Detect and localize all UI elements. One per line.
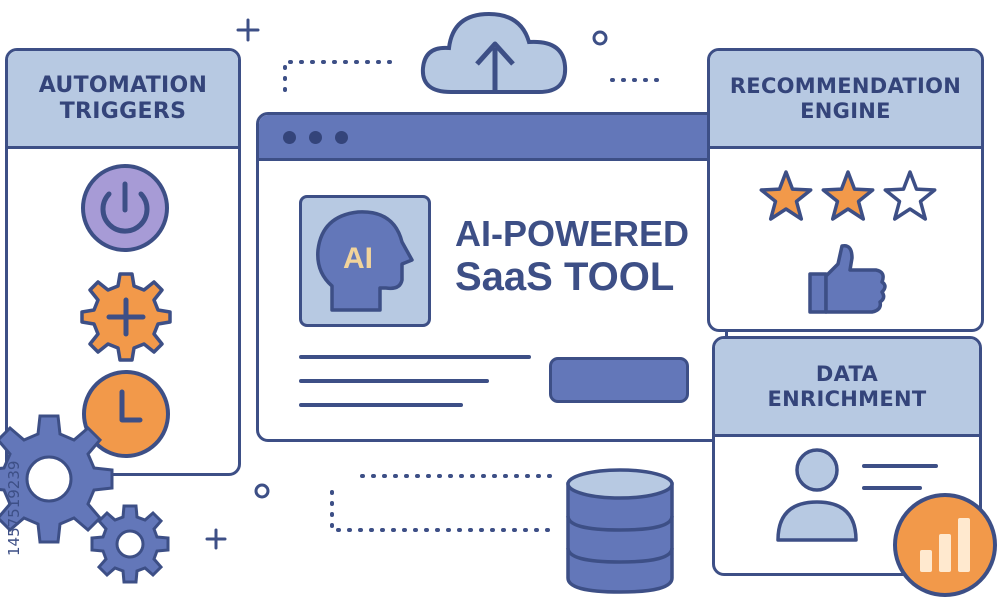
user-icon bbox=[776, 448, 858, 542]
ring-sparkle bbox=[254, 483, 270, 499]
hero-title: AI-POWERED SaaS TOOL bbox=[455, 213, 715, 300]
cta-button[interactable] bbox=[549, 357, 689, 403]
star-icon[interactable] bbox=[821, 170, 875, 221]
data-enrichment-title: DATA ENRICHMENT bbox=[767, 362, 927, 411]
ai-head-icon: AI bbox=[316, 210, 414, 312]
panel-header: AUTOMATION TRIGGERS bbox=[8, 51, 238, 149]
window-dot[interactable] bbox=[309, 131, 322, 144]
window-titlebar bbox=[259, 115, 725, 161]
automation-triggers-title: AUTOMATION TRIGGERS bbox=[38, 73, 208, 124]
panel-header: RECOMMENDATION ENGINE bbox=[710, 51, 981, 149]
gear-plus-icon[interactable] bbox=[76, 266, 176, 366]
watermark-id: 1457519239 bbox=[5, 461, 23, 556]
app-window: AI AI-POWERED SaaS TOOL bbox=[256, 112, 728, 442]
gear-icon bbox=[0, 414, 114, 544]
text-placeholder-line bbox=[299, 379, 489, 383]
window-dot[interactable] bbox=[335, 131, 348, 144]
thumbs-up-icon[interactable] bbox=[804, 240, 894, 320]
plus-sparkle-icon bbox=[205, 18, 260, 550]
hero-title-line2: SaaS TOOL bbox=[455, 255, 675, 300]
connector-db-left bbox=[330, 490, 550, 532]
text-placeholder-line bbox=[299, 355, 531, 359]
svg-text:1457519239: 1457519239 bbox=[5, 461, 23, 556]
power-icon[interactable] bbox=[75, 158, 175, 258]
database-icon bbox=[566, 468, 674, 594]
text-placeholder-line bbox=[299, 403, 463, 407]
connector-cloud-left bbox=[283, 60, 394, 92]
star-rating[interactable] bbox=[756, 166, 946, 230]
ring-sparkle bbox=[592, 30, 608, 46]
cloud-upload-icon bbox=[420, 11, 568, 94]
star-icon[interactable] bbox=[759, 170, 813, 221]
window-dot[interactable] bbox=[283, 131, 296, 144]
ai-badge-text: AI bbox=[343, 242, 373, 275]
hero-title-line1: AI-POWERED bbox=[455, 213, 689, 254]
gear-icon bbox=[90, 504, 170, 584]
clock-icon[interactable] bbox=[76, 364, 176, 464]
ai-card: AI bbox=[299, 195, 431, 327]
recommendation-engine-title: RECOMMENDATION ENGINE bbox=[729, 74, 962, 123]
star-icon[interactable] bbox=[883, 170, 937, 221]
bar-chart-icon[interactable] bbox=[890, 490, 1000, 600]
profile-lines bbox=[862, 464, 938, 490]
panel-header: DATA ENRICHMENT bbox=[715, 339, 979, 437]
